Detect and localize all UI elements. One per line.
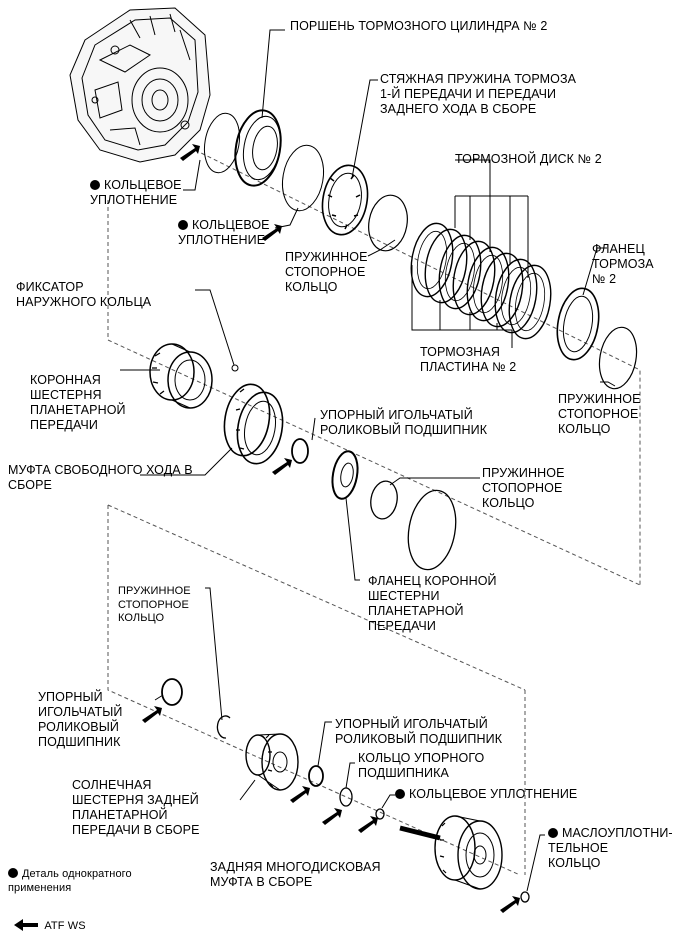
brake-disc-leaders xyxy=(411,172,529,348)
o-ring-1 xyxy=(203,112,241,174)
oil-seal-ring xyxy=(520,891,530,903)
label-return-spring: СТЯЖНАЯ ПРУЖИНА ТОРМОЗА 1-Й ПЕРЕДАЧИ И П… xyxy=(380,72,577,116)
snap-ring-4 xyxy=(407,489,457,571)
snap-ring-1 xyxy=(368,194,408,252)
label-brake-plate: ТОРМОЗНАЯ ПЛАСТИНА № 2 xyxy=(420,345,517,374)
planetary-ring-gear xyxy=(149,343,213,409)
non-reusable-dot-icon xyxy=(548,828,558,838)
thrust-bearing-3 xyxy=(308,765,324,787)
label-thrust-bearing-1: УПОРНЫЙ ИГОЛЬЧАТЫЙ РОЛИКОВЫЙ ПОДШИПНИК xyxy=(320,408,488,437)
label-bearing-race: КОЛЬЦО УПОРНОГО ПОДШИПНИКА xyxy=(358,751,485,780)
legend-non-reusable: Деталь однократного применения xyxy=(8,868,132,894)
label-snap-ring-4: ПРУЖИННОЕ СТОПОРНОЕ КОЛЬЦО xyxy=(118,585,191,624)
leader-lines xyxy=(120,29,616,892)
thrust-bearing-1 xyxy=(291,438,309,464)
non-reusable-dot-icon xyxy=(8,868,18,878)
atf-arrows xyxy=(142,144,520,913)
label-oil-seal: МАСЛОУПЛОТНИ- ТЕЛЬНОЕ КОЛЬЦО xyxy=(548,826,673,870)
brake-disc-stack xyxy=(410,222,552,340)
label-brake-disc: ТОРМОЗНОЙ ДИСК № 2 xyxy=(455,152,602,166)
label-one-way-clutch: МУФТА СВОБОДНОГО ХОДА В СБОРЕ xyxy=(8,463,193,492)
transmission-case xyxy=(69,7,211,163)
non-reusable-dot-icon xyxy=(178,220,188,230)
label-thrust-bearing-2: УПОРНЫЙ ИГОЛЬЧАТЫЙ РОЛИКОВЫЙ ПОДШИПНИК xyxy=(38,690,123,749)
snap-ring-2 xyxy=(598,326,638,390)
bearing-race xyxy=(339,787,353,807)
label-ring-gear: КОРОННАЯ ШЕСТЕРНЯ ПЛАНЕТАРНОЙ ПЕРЕДАЧИ xyxy=(30,373,126,432)
o-ring-3 xyxy=(375,808,385,820)
label-snap-ring-3: ПРУЖИННОЕ СТОПОРНОЕ КОЛЬЦО xyxy=(482,466,565,510)
label-rear-clutch: ЗАДНЯЯ МНОГОДИСКОВАЯ МУФТА В СБОРЕ xyxy=(210,860,381,889)
label-brake-flange: ФЛАНЕЦ ТОРМОЗА № 2 xyxy=(592,242,654,286)
brake-piston xyxy=(234,109,282,187)
label-thrust-bearing-3: УПОРНЫЙ ИГОЛЬЧАТЫЙ РОЛИКОВЫЙ ПОДШИПНИК xyxy=(335,717,503,746)
label-sun-gear: СОЛНЕЧНАЯ ШЕСТЕРНЯ ЗАДНЕЙ ПЛАНЕТАРНОЙ ПЕ… xyxy=(72,778,200,837)
assembly-guide-lines xyxy=(107,149,641,876)
label-outer-race-retainer: ФИКСАТОР НАРУЖНОГО КОЛЬЦА xyxy=(16,280,152,309)
label-brake-piston: ПОРШЕНЬ ТОРМОЗНОГО ЦИЛИНДРА № 2 xyxy=(290,19,548,33)
atf-arrow-icon xyxy=(14,918,39,931)
thrust-bearing-2 xyxy=(161,678,183,706)
label-ring-gear-flange: ФЛАНЕЦ КОРОННОЙ ШЕСТЕРНИ ПЛАНЕТАРНОЙ ПЕР… xyxy=(368,574,497,633)
label-o-ring-2: КОЛЬЦЕВОЕ УПЛОТНЕНИЕ xyxy=(178,218,270,247)
sun-gear-assembly xyxy=(245,733,299,791)
label-snap-ring-1: ПРУЖИННОЕ СТОПОРНОЕ КОЛЬЦО xyxy=(285,250,368,294)
outer-race-retainer xyxy=(231,364,239,372)
return-spring-assembly xyxy=(321,164,369,236)
non-reusable-dot-icon xyxy=(90,180,100,190)
label-snap-ring-2: ПРУЖИННОЕ СТОПОРНОЕ КОЛЬЦО xyxy=(558,392,641,436)
one-way-clutch xyxy=(223,383,284,465)
ring-gear-flange xyxy=(331,450,359,500)
rear-clutch-assembly xyxy=(399,815,503,890)
label-o-ring-3: КОЛЬЦЕВОЕ УПЛОТНЕНИЕ xyxy=(395,787,577,802)
non-reusable-dot-icon xyxy=(395,789,405,799)
brake-flange xyxy=(556,287,600,361)
label-o-ring-1: КОЛЬЦЕВОЕ УПЛОТНЕНИЕ xyxy=(90,178,182,207)
legend-atf: ATF WS xyxy=(8,905,86,933)
snap-ring-5 xyxy=(216,715,231,739)
snap-ring-3 xyxy=(370,480,398,520)
